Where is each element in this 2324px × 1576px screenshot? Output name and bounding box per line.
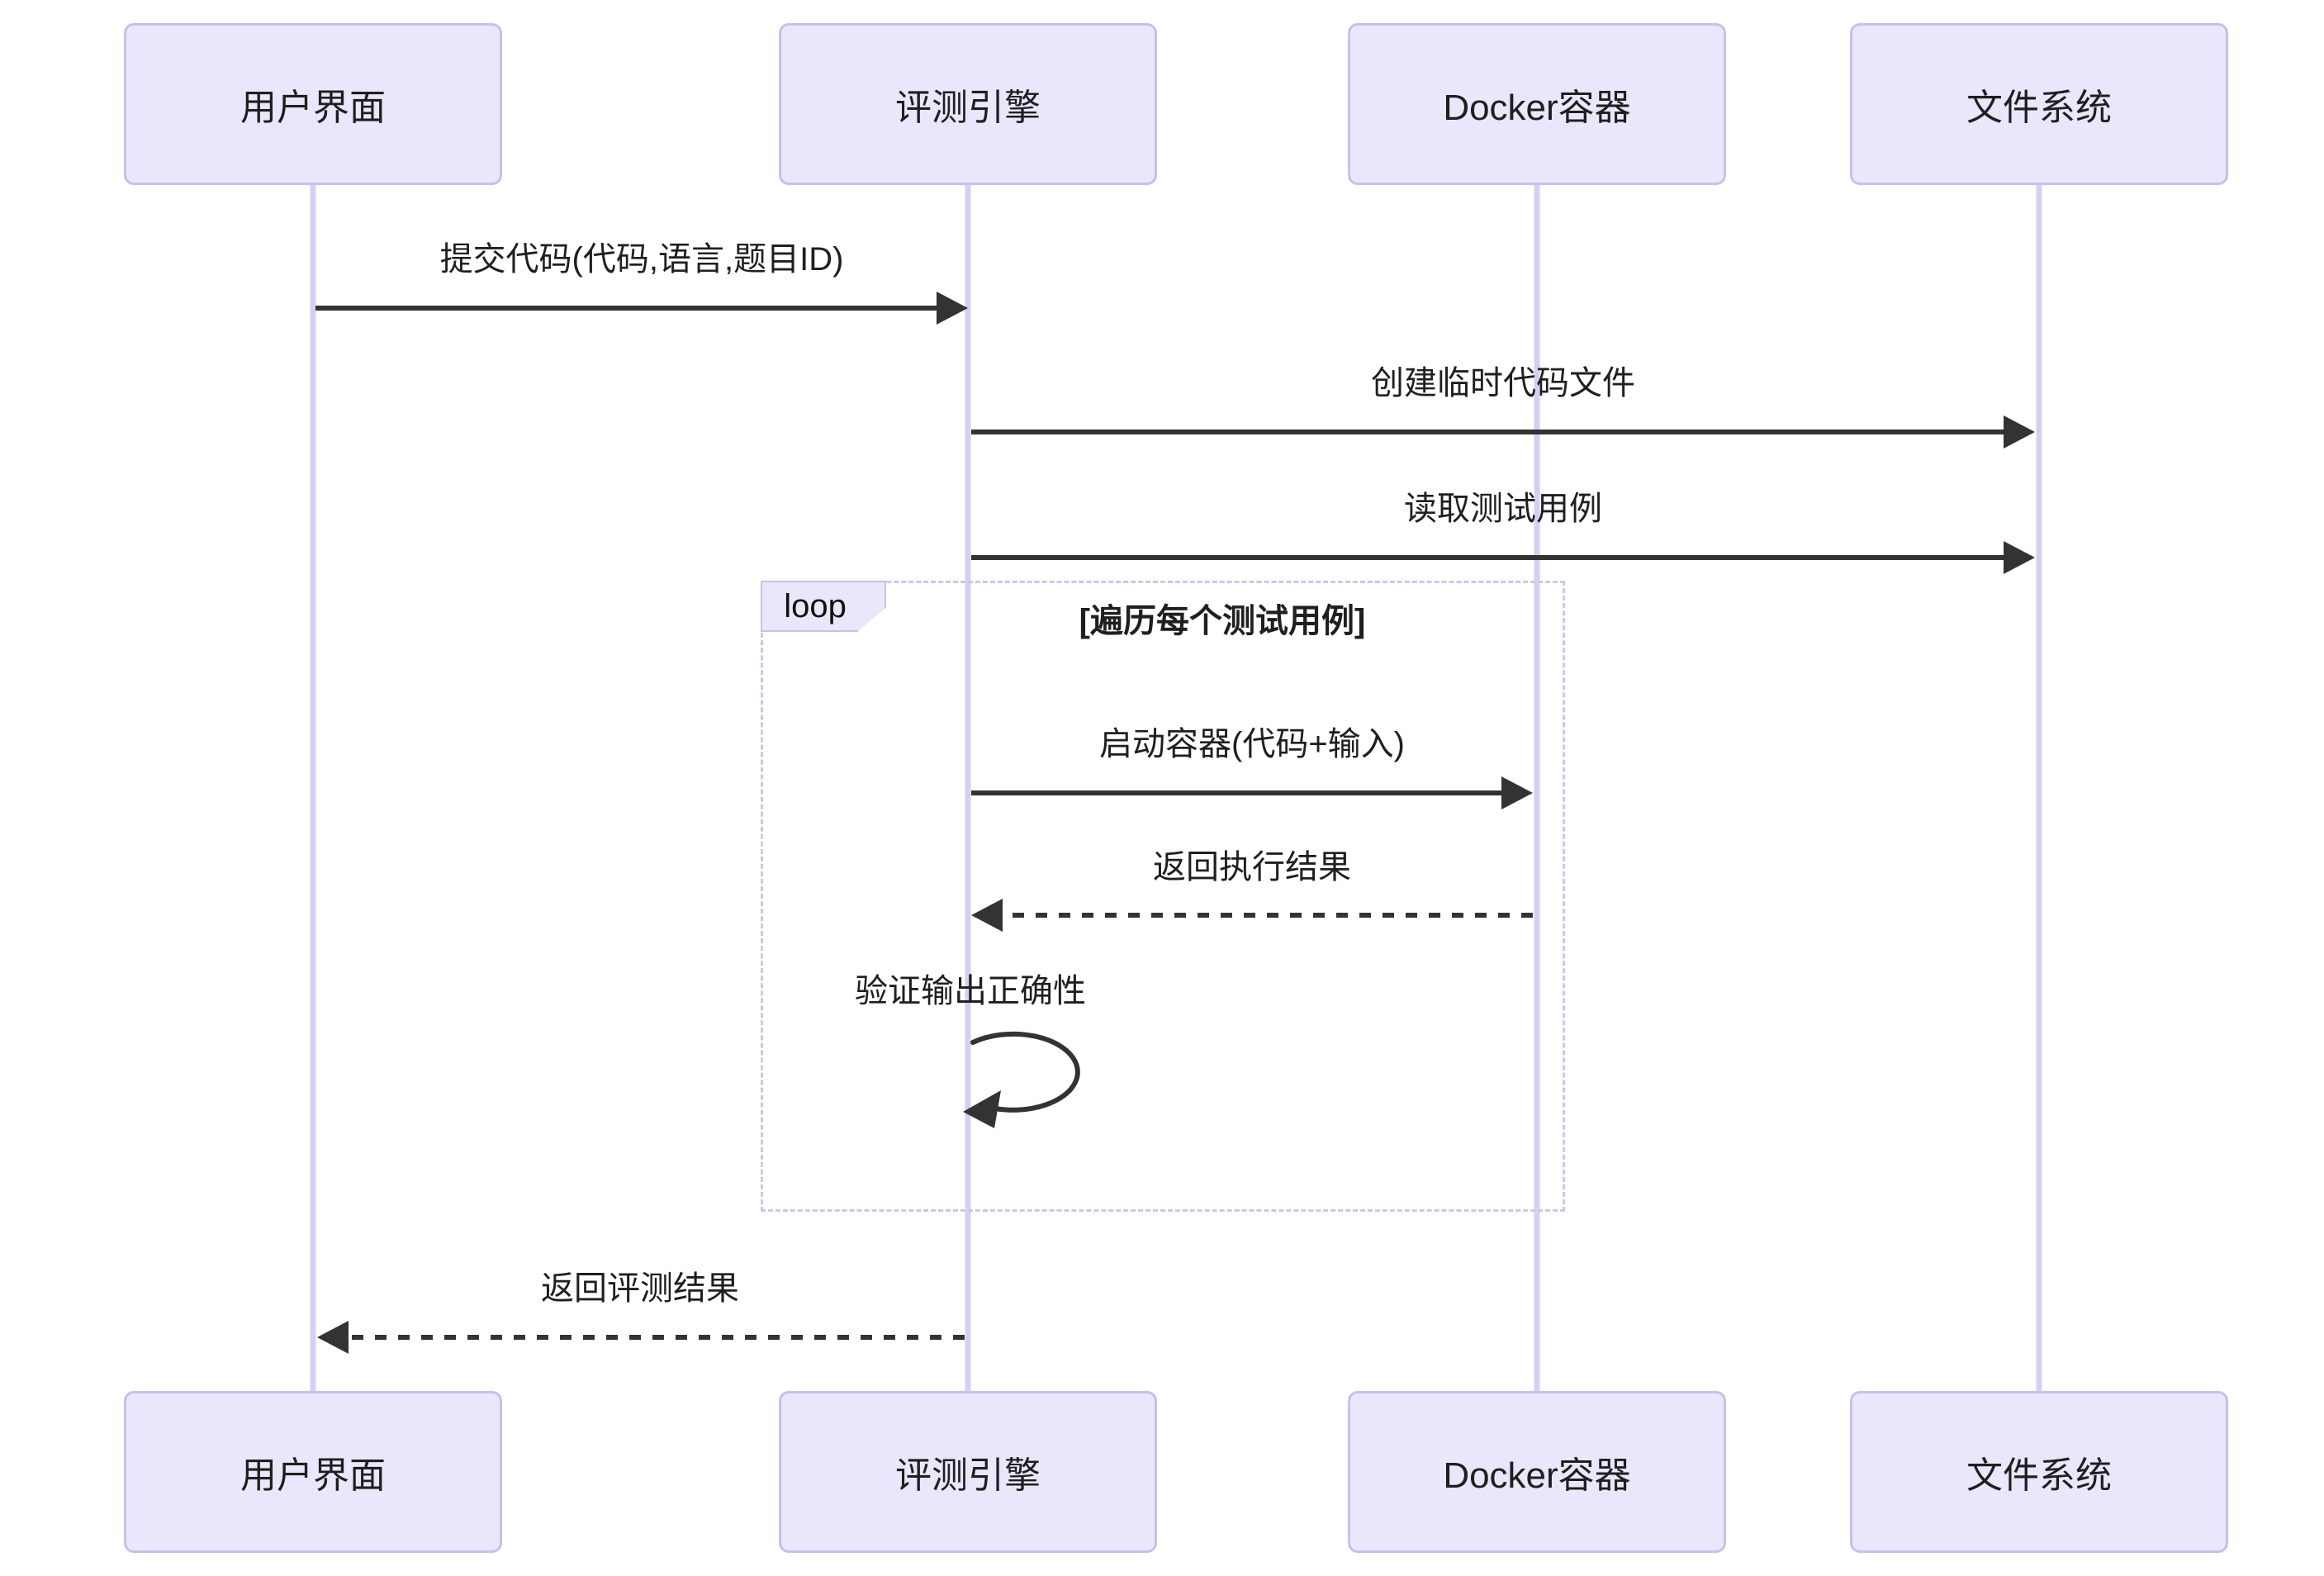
message-arrow-2-head	[2004, 415, 2035, 449]
actor-label: 评测引擎	[895, 88, 1041, 128]
actor-box-bottom-eval-engine: 评测引擎	[779, 1391, 1157, 1553]
message-label-5: 返回执行结果	[1153, 849, 1351, 885]
message-arrow-3-head	[2004, 541, 2035, 574]
message-label-1: 提交代码(代码,语言,题目ID)	[439, 241, 844, 278]
actor-label: 文件系统	[1966, 88, 2112, 128]
loop-label-tab: loop	[761, 581, 886, 632]
message-label-6: 验证输出正确性	[855, 973, 1086, 1009]
actor-label: 评测引擎	[895, 1455, 1041, 1496]
message-label-2: 创建临时代码文件	[1371, 365, 1635, 401]
actor-box-top-user-interface: 用户界面	[124, 23, 502, 185]
message-arrow-5-head	[971, 899, 1003, 932]
loop-label: loop	[784, 587, 847, 624]
actor-label: Docker容器	[1443, 1455, 1631, 1496]
actor-label: 用户界面	[240, 1455, 386, 1496]
self-loop-arrow-head	[963, 1090, 1001, 1128]
message-label-3: 读取测试用例	[1404, 491, 1602, 527]
actor-box-top-eval-engine: 评测引擎	[779, 23, 1157, 185]
actor-label: 文件系统	[1966, 1455, 2112, 1496]
actor-label: 用户界面	[240, 88, 386, 128]
message-label-7: 返回评测结果	[541, 1270, 739, 1307]
actor-box-bottom-file-system: 文件系统	[1850, 1391, 2228, 1553]
loop-condition: [遍历每个测试用例]	[1079, 603, 1366, 639]
actor-box-top-file-system: 文件系统	[1850, 23, 2228, 185]
actor-box-top-docker-container: Docker容器	[1348, 23, 1726, 185]
self-loop-arrow-line	[970, 1031, 1080, 1113]
actor-box-bottom-user-interface: 用户界面	[124, 1391, 502, 1553]
message-label-4: 启动容器(代码+输入)	[1099, 726, 1405, 762]
actor-box-bottom-docker-container: Docker容器	[1348, 1391, 1726, 1553]
message-arrow-4-head	[1501, 776, 1533, 809]
loop-frame	[761, 581, 1565, 1212]
actor-label: Docker容器	[1443, 88, 1631, 128]
message-arrow-7-head	[317, 1321, 349, 1354]
message-arrow-1-head	[937, 292, 968, 325]
